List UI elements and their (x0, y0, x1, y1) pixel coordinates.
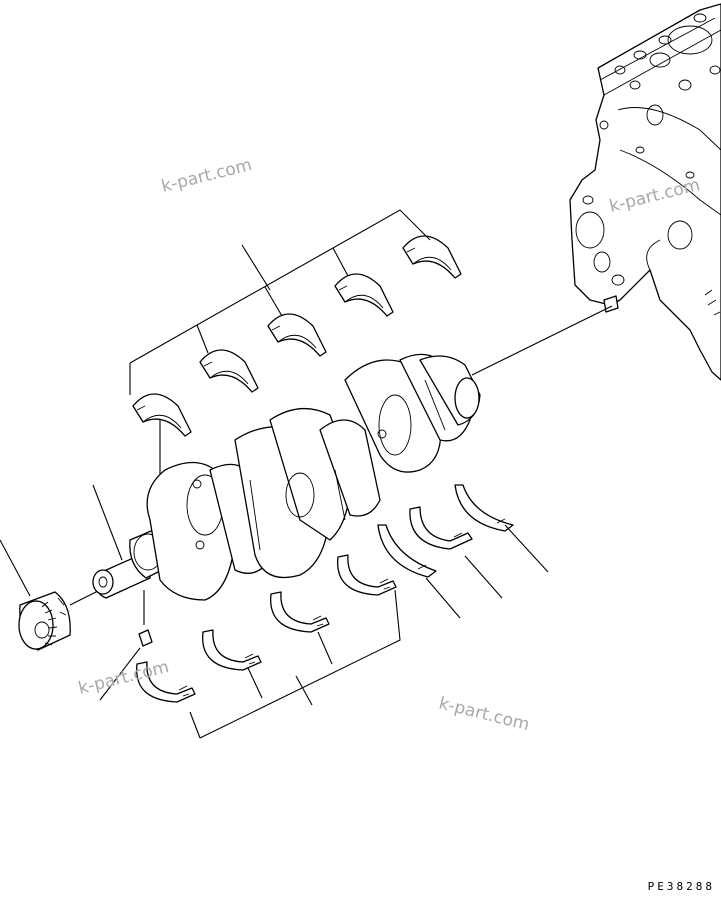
thrust-washers (377, 484, 514, 578)
upper-bearing-4 (334, 273, 394, 317)
lower-leaders (189, 524, 549, 739)
lower-bearing-1 (136, 661, 196, 703)
lower-bearing-4 (337, 554, 397, 596)
upper-main-bearings (132, 235, 462, 437)
key (99, 590, 153, 701)
thrust-washer-2 (409, 506, 473, 550)
upper-bearing-3 (267, 313, 327, 357)
upper-bearing-5 (402, 235, 462, 279)
cylinder-block (569, 3, 721, 381)
lower-bearing-3 (270, 591, 330, 633)
thrust-washer-1 (377, 524, 437, 578)
upper-bearing-1 (132, 393, 192, 437)
gear-leader (0, 539, 31, 597)
watermark-1: k-part.com (159, 155, 254, 197)
gear-axis-line (69, 589, 101, 606)
lower-bearing-2 (202, 629, 262, 671)
crankshaft (92, 353, 481, 601)
diagram-code: PE38288 (647, 880, 715, 893)
upper-bearing-2 (199, 349, 259, 393)
watermark-4: k-part.com (437, 693, 532, 735)
thrust-washer-3 (454, 484, 514, 532)
crank-gear (18, 591, 71, 651)
crankshaft-leader (92, 484, 123, 561)
lower-main-bearings (136, 554, 397, 703)
crankshaft-axis-line (471, 305, 613, 376)
